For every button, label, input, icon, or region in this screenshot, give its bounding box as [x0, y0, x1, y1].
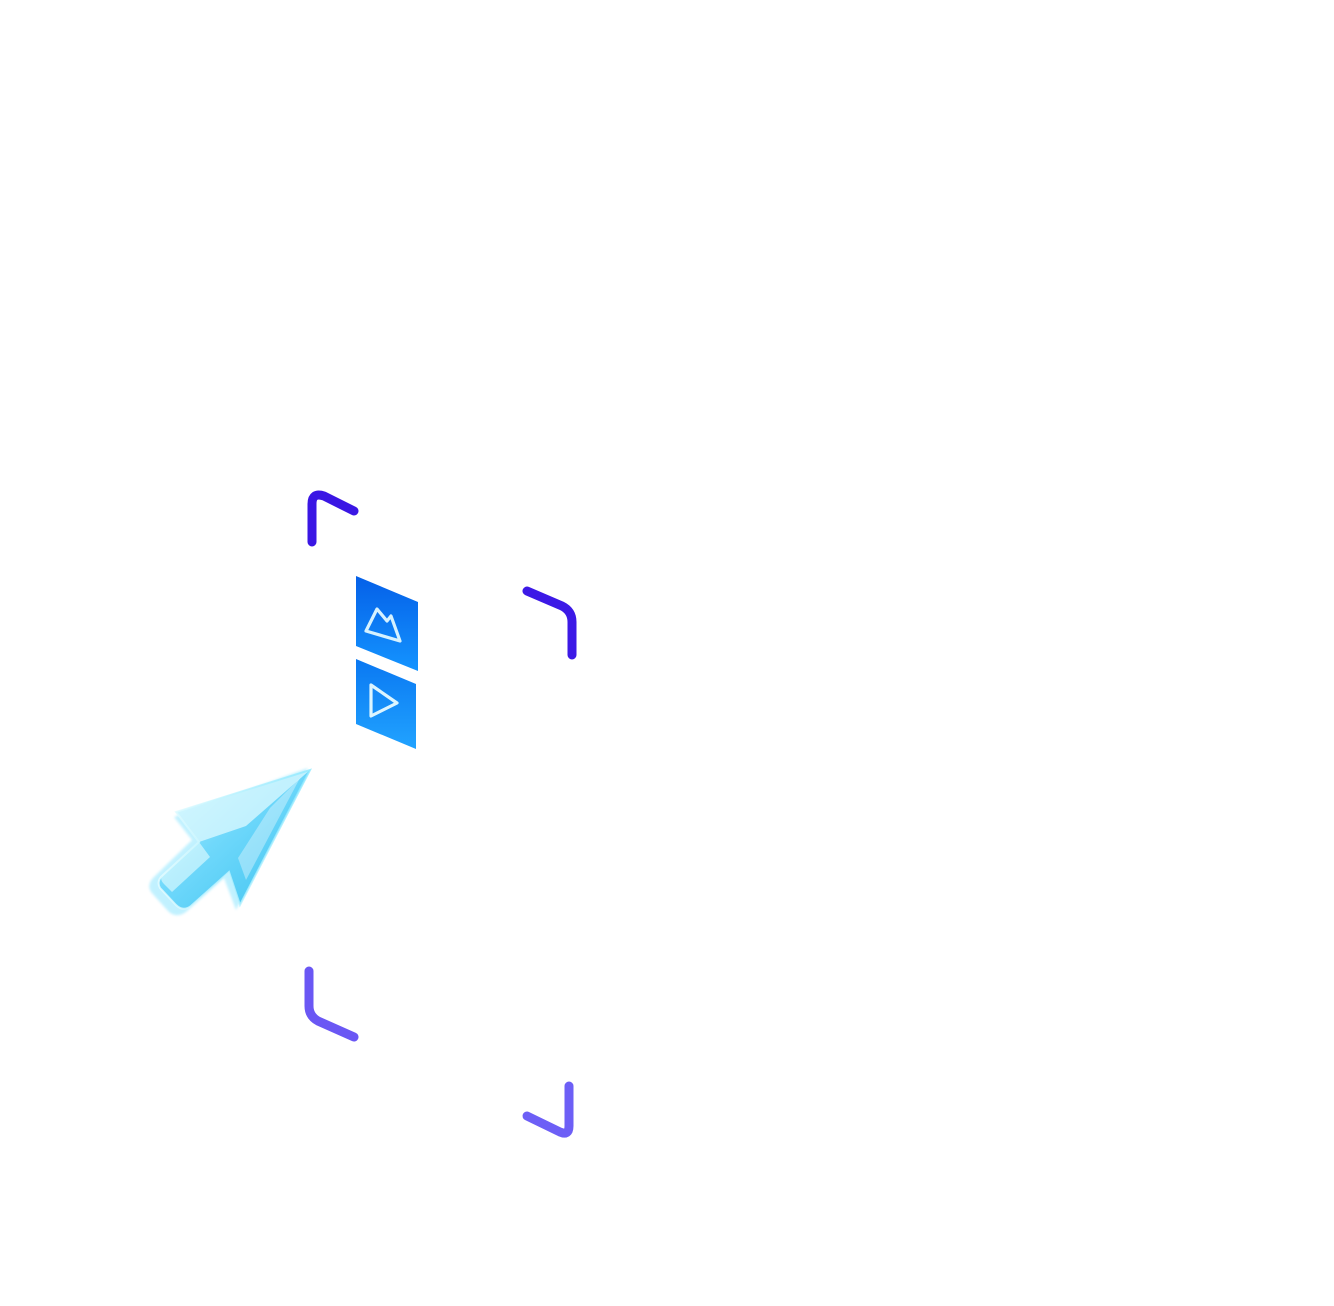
bracket-bottom-left [304, 966, 359, 1042]
bracket-top-right [522, 586, 577, 660]
bracket-top-left [307, 490, 359, 547]
play-tile[interactable] [356, 659, 416, 749]
image-icon [364, 607, 402, 643]
selection-frame [304, 490, 577, 1138]
play-icon [369, 683, 399, 718]
bracket-bottom-right [522, 1081, 574, 1138]
cursor-pointer-icon [149, 768, 312, 916]
image-tile[interactable] [356, 576, 418, 671]
